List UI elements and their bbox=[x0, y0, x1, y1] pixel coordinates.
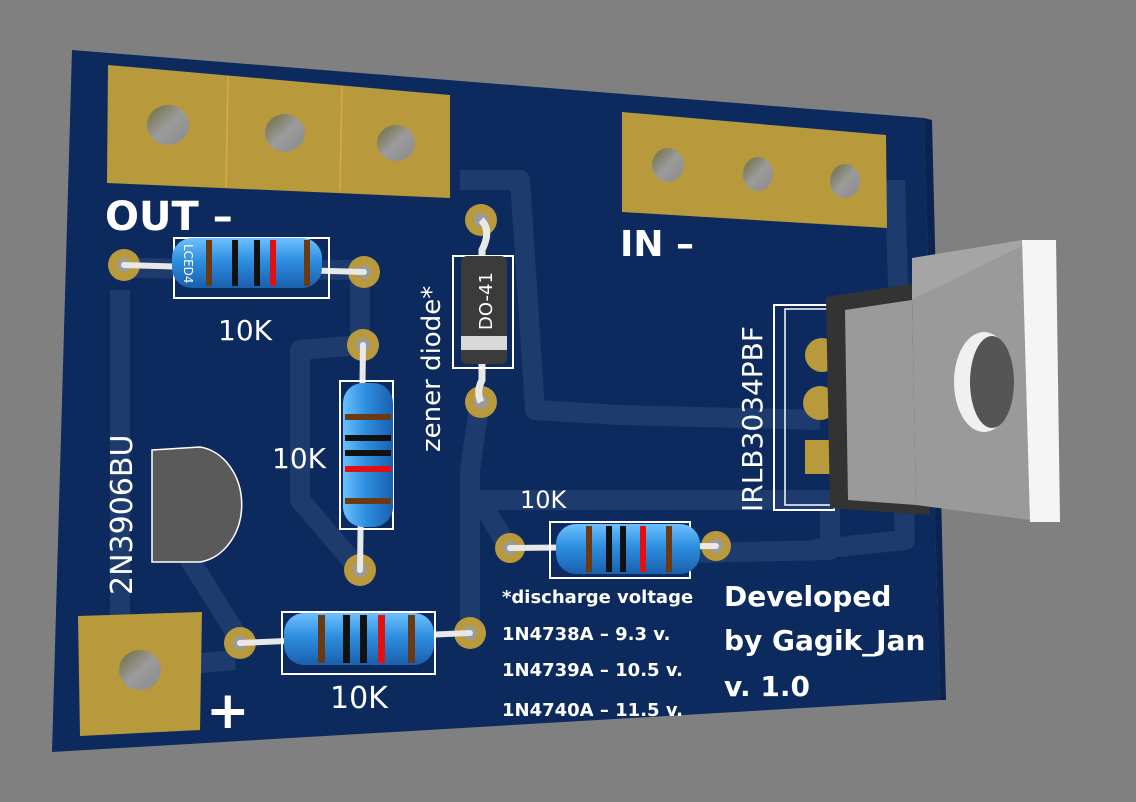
r1-value-label: 10K bbox=[218, 314, 273, 347]
resistor-color-band bbox=[206, 240, 212, 286]
terminal-hole bbox=[377, 125, 415, 161]
discharge-voltage-notes: *discharge voltage 1N4738A – 9.3 v. 1N47… bbox=[502, 587, 693, 721]
resistor-color-band bbox=[343, 615, 350, 663]
resistor-color-band bbox=[666, 526, 672, 572]
resistor-r3 bbox=[495, 521, 731, 579]
r4-value-label: 10K bbox=[330, 681, 389, 716]
notes-title: *discharge voltage bbox=[502, 587, 693, 608]
resistor-color-band bbox=[270, 240, 276, 286]
terminal-block-out bbox=[107, 65, 450, 198]
resistor-color-band bbox=[254, 240, 260, 286]
zener-diode: DO-41 bbox=[452, 204, 514, 418]
r2-value-label: 10K bbox=[272, 442, 327, 475]
resistor-color-band bbox=[640, 526, 646, 572]
resistor-color-band bbox=[606, 526, 612, 572]
plus-label: + bbox=[206, 681, 250, 741]
resistor-color-band bbox=[345, 466, 391, 472]
mosfet-irlb3034 bbox=[773, 240, 1060, 522]
credits-line1: Developed bbox=[724, 580, 891, 613]
diode-package-label: DO-41 bbox=[476, 272, 497, 330]
terminal-hole bbox=[652, 148, 684, 182]
terminal-hole bbox=[265, 114, 305, 152]
transistor-label: 2N3906BU bbox=[105, 435, 140, 595]
resistor-r4 bbox=[224, 611, 486, 675]
resistor-color-band bbox=[586, 526, 592, 572]
transistor-2n3906 bbox=[151, 446, 243, 563]
resistor-r1: LCED4 bbox=[108, 237, 380, 299]
terminal-hole bbox=[743, 157, 773, 191]
notes-row: 1N4739A – 10.5 v. bbox=[502, 660, 683, 681]
terminal-hole bbox=[830, 164, 860, 198]
r3-value-label: 10K bbox=[520, 486, 568, 514]
resistor-color-band bbox=[345, 414, 391, 420]
resistor-marking: LCED4 bbox=[181, 244, 195, 284]
notes-row: 1N4740A – 11.5 v. bbox=[502, 700, 683, 721]
resistor-color-band bbox=[345, 498, 391, 504]
notes-row: 1N4738A – 9.3 v. bbox=[502, 624, 670, 645]
terminal-hole bbox=[147, 105, 189, 145]
resistor-color-band bbox=[620, 526, 626, 572]
resistor-color-band bbox=[360, 615, 367, 663]
credits-line3: v. 1.0 bbox=[724, 670, 810, 703]
terminal-pad-plus bbox=[78, 612, 202, 736]
resistor-color-band bbox=[318, 615, 325, 663]
terminal-hole bbox=[119, 650, 161, 690]
resistor-r2 bbox=[339, 329, 394, 586]
resistor-color-band bbox=[345, 435, 391, 441]
zener-label: zener diode* bbox=[417, 286, 447, 452]
credits: Developed by Gagik_Jan v. 1.0 bbox=[724, 580, 925, 703]
terminal-block-in bbox=[622, 112, 887, 228]
resistor-color-band bbox=[232, 240, 238, 286]
credits-line2: by Gagik_Jan bbox=[724, 624, 925, 657]
resistor-color-band bbox=[408, 615, 415, 663]
out-minus-label: OUT – bbox=[105, 194, 233, 240]
in-minus-label: IN – bbox=[620, 224, 694, 265]
resistor-color-band bbox=[378, 615, 385, 663]
mosfet-label: IRLB3034PBF bbox=[736, 326, 769, 512]
resistor-color-band bbox=[345, 450, 391, 456]
resistor-color-band bbox=[304, 240, 310, 286]
